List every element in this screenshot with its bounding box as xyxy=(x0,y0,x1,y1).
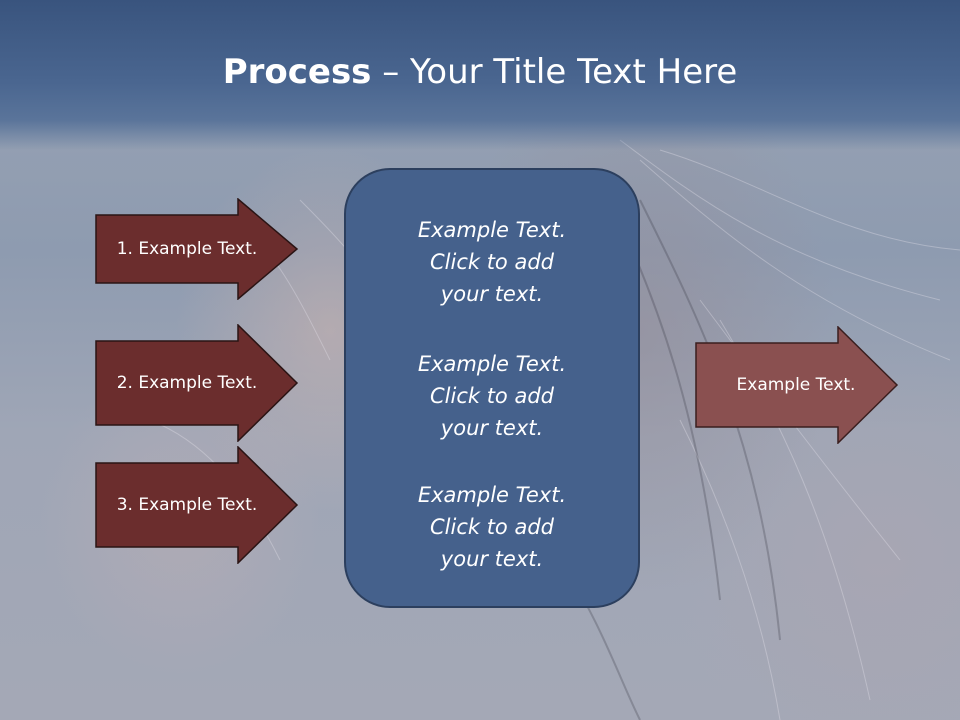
result-arrow[interactable]: Example Text. xyxy=(695,326,899,444)
text-line: your text. xyxy=(440,282,544,306)
process-arrow-1[interactable]: 1. Example Text. xyxy=(95,198,299,300)
arrow-shape xyxy=(695,326,899,444)
process-arrow-3[interactable]: 3. Example Text. xyxy=(95,446,299,564)
process-arrow-label: 2. Example Text. xyxy=(116,373,258,393)
arrow-shape xyxy=(95,324,299,442)
result-arrow-label: Example Text. xyxy=(736,375,856,395)
title-bar xyxy=(0,0,960,150)
text-line: Example Text. xyxy=(417,352,567,376)
title-rest: – Your Title Text Here xyxy=(371,52,738,92)
process-arrow-label: 1. Example Text. xyxy=(116,239,258,259)
process-arrow-label: 3. Example Text. xyxy=(116,495,258,515)
text-block-2: Example Text. Click to add your text. xyxy=(346,348,638,444)
process-arrow-2[interactable]: 2. Example Text. xyxy=(95,324,299,442)
title-bold: Process xyxy=(222,52,372,92)
text-block-3: Example Text. Click to add your text. xyxy=(346,479,638,575)
text-line: Example Text. xyxy=(417,218,567,242)
arrow-shape xyxy=(95,446,299,564)
text-line: your text. xyxy=(440,547,544,571)
text-block-1: Example Text. Click to add your text. xyxy=(346,214,638,310)
text-line: Click to add xyxy=(429,384,554,408)
center-text-box[interactable]: Example Text. Click to add your text. Ex… xyxy=(344,168,640,608)
text-line: your text. xyxy=(440,416,544,440)
slide-title[interactable]: Process – Your Title Text Here xyxy=(0,52,960,92)
text-line: Click to add xyxy=(429,250,554,274)
arrow-shape xyxy=(95,198,299,300)
text-line: Click to add xyxy=(429,515,554,539)
text-line: Example Text. xyxy=(417,483,567,507)
